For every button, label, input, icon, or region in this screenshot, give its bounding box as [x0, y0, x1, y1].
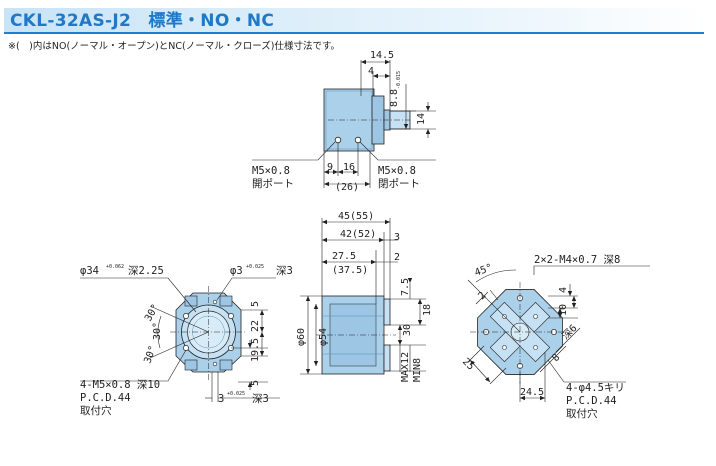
bore-tol: +0.062 [106, 264, 124, 270]
dim-8-8: 8.8 [389, 89, 400, 107]
side-view: 14.5 4 8.8 -0.015 14 9 16 (26) M5×0.8 開ポ… [252, 50, 436, 193]
dim-45: 45(55) [338, 211, 374, 222]
tol-8-8: -0.015 [396, 71, 402, 89]
pin-tol: +0.025 [246, 264, 264, 270]
dim-30: 30 [402, 324, 413, 336]
dim-27-5: 27.5 [332, 251, 356, 262]
dim-19-5: 19.5 [250, 338, 261, 362]
pin-bottom: 3 [218, 393, 224, 405]
mount-label: 取付穴 [80, 404, 112, 417]
mid-view-body [316, 295, 396, 375]
bore-dia: φ34 [80, 265, 99, 277]
dim-26: (26) [335, 182, 359, 193]
pin-bottom-depth: 深3 [252, 393, 269, 405]
dim-14: 14 [416, 113, 427, 125]
dim-3: 3 [394, 232, 400, 243]
dim-2: 2 [394, 252, 400, 263]
min-stroke: MIN8 [412, 358, 423, 382]
dim-22: 22 [250, 320, 261, 332]
angle-30-b: 30° [152, 322, 163, 340]
dim-9: 9 [327, 162, 333, 173]
title-bar: CKL-32AS-J2 標準・NO・NC [4, 8, 704, 34]
dim-8-right: 8 [550, 352, 562, 364]
dim-4-right: 4 [558, 287, 569, 293]
open-port-label: 開ポート [252, 178, 294, 190]
dim-10-right: 10 [558, 304, 569, 316]
open-port-thread: M5×0.8 [252, 165, 290, 177]
angle-30-a: 30° [143, 302, 162, 323]
pin-depth: 深3 [276, 265, 293, 277]
dim-7-5: 7.5 [400, 278, 411, 296]
close-port-label: 閉ポート [378, 178, 420, 190]
right-view: 45° 2×2-M4×0.7 深8 2 4 10 深6 8 25 24.5 4-… [460, 254, 650, 420]
dim-25-right: 25 [460, 356, 476, 372]
dim-5-lower: 5 [250, 380, 261, 386]
dim-16: 16 [343, 162, 355, 173]
dim-37-5: (37.5) [332, 265, 368, 276]
spec-note: ※( )内はNO(ノーマル・オープン)とNC(ノーマル・クローズ)仕様寸法です。 [8, 41, 341, 52]
dim-42: 42(52) [340, 229, 376, 240]
dia-60: φ60 [296, 328, 307, 346]
title-underline [4, 32, 704, 34]
max-stroke: MAX12 [400, 352, 411, 382]
dim-24-5: 24.5 [520, 387, 544, 398]
page-title: CKL-32AS-J2 標準・NO・NC [10, 11, 275, 31]
dim-4: 4 [368, 66, 374, 77]
angle-30-c: 30° [142, 344, 159, 365]
dim-2-right: 2 [476, 290, 488, 302]
dim-18: 18 [422, 304, 433, 316]
mount-thread: 4-M5×0.8 深10 [80, 379, 160, 391]
front-view-body [170, 286, 247, 380]
dim-5-upper: 5 [250, 301, 261, 307]
front-view: φ34 +0.062 深2.25 φ3 +0.025 深3 30° 30° 30… [80, 264, 293, 417]
dia-54: φ54 [318, 328, 329, 346]
angle-45: 45° [473, 262, 494, 279]
mid-view: 45(55) 42(52) 3 27.5 (37.5) 2 7.5 18 30 … [296, 211, 433, 382]
mount-pcd: P.C.D.44 [80, 392, 131, 404]
side-view-body [323, 88, 411, 152]
mount-label-right: 取付穴 [566, 407, 598, 420]
mount-hole: 4-φ4.5キリ [566, 382, 625, 394]
mount-thread-right: 2×2-M4×0.7 深8 [534, 254, 620, 266]
close-port-thread: M5×0.8 [378, 165, 416, 177]
dim-14-5: 14.5 [370, 50, 394, 61]
pin-dia: φ3 [230, 265, 243, 277]
bore-depth: 深2.25 [128, 265, 164, 277]
pin-bottom-tol: +0.025 [227, 391, 245, 397]
mount-pcd-right: P.C.D.44 [566, 395, 617, 407]
